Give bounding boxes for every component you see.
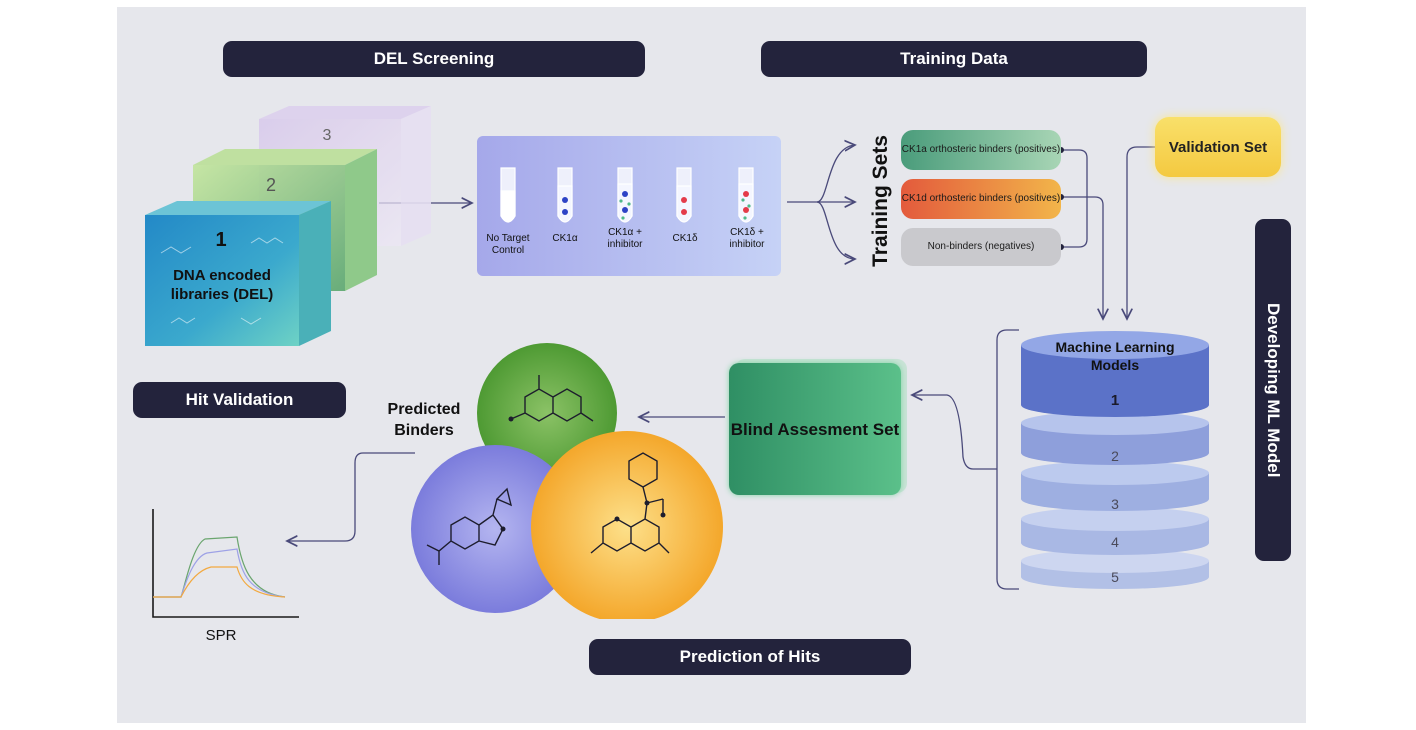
- tube-label-4: CK1δ + inhibitor: [729, 227, 765, 250]
- test-tubes: [500, 167, 754, 223]
- cube-2-number: 2: [265, 175, 276, 195]
- ml-layer-label-5: 5: [1111, 569, 1119, 585]
- ml-layer-label-2: 2: [1111, 448, 1119, 464]
- ml-models-title: Machine Learning Models: [1055, 339, 1175, 373]
- predicted-binder-circles: [411, 343, 723, 619]
- header-hit-validation: Hit Validation: [133, 382, 346, 418]
- validation-set: Validation Set: [1155, 117, 1281, 177]
- spr-label: SPR: [205, 627, 237, 644]
- ml-layer-3: [1021, 461, 1209, 511]
- chip-ck1d-binders: CK1d orthosteric binders (positives): [901, 179, 1061, 219]
- tube-no-target: [500, 167, 516, 223]
- cube-3-number: 3: [322, 127, 332, 144]
- ml-layer-5: [1021, 549, 1209, 589]
- header-developing-ml-model: Developing ML Model: [1255, 219, 1291, 561]
- header-training-data: Training Data: [761, 41, 1147, 77]
- ml-layer-1: [1021, 331, 1209, 417]
- ml-layer-label-3: 3: [1111, 496, 1119, 512]
- tube-label-0: No Target Control: [486, 233, 530, 256]
- cube-1: [145, 201, 331, 346]
- header-prediction-of-hits: Prediction of Hits: [589, 639, 911, 675]
- ml-layer-2: [1021, 411, 1209, 465]
- tube-label-3: CK1δ: [672, 233, 698, 244]
- tube-ck1a: [557, 167, 573, 223]
- del-label: DNA encoded libraries (DEL): [170, 267, 274, 303]
- ml-layer-label-4: 4: [1111, 534, 1119, 550]
- ml-layer-4: [1021, 507, 1209, 555]
- chip-non-binders: Non-binders (negatives): [901, 228, 1061, 266]
- figure-canvas: DEL Screening Training Data Hit Validati…: [117, 7, 1306, 723]
- ml-model-stack: [1021, 331, 1209, 589]
- spr-curve-green: [153, 536, 286, 598]
- spr-curve-orange: [153, 566, 286, 598]
- tube-ck1d: [676, 167, 692, 223]
- spr-curve-purple: [153, 548, 286, 598]
- training-sets-title: Training Sets: [869, 135, 892, 267]
- developing-ml-model-text: Developing ML Model: [1264, 302, 1283, 478]
- ml-layer-label-1: 1: [1110, 392, 1120, 409]
- spr-plot: [152, 509, 299, 618]
- header-del-screening: DEL Screening: [223, 41, 645, 77]
- purple-molecule-circle: [411, 445, 579, 613]
- predicted-binders-label: Predicted Binders: [387, 401, 461, 439]
- del-cubes: [145, 106, 431, 346]
- tube-label-2: CK1α + inhibitor: [607, 227, 643, 250]
- tube-label-1: CK1α: [552, 233, 578, 244]
- training-sets-title-box: Training Sets: [869, 127, 893, 275]
- cube-1-number: 1: [215, 229, 227, 251]
- chip-ck1a-binders: CK1a orthosteric binders (positives): [901, 130, 1061, 170]
- blind-assessment-set: Blind Assesment Set: [729, 363, 901, 495]
- spr-axes: [152, 509, 299, 618]
